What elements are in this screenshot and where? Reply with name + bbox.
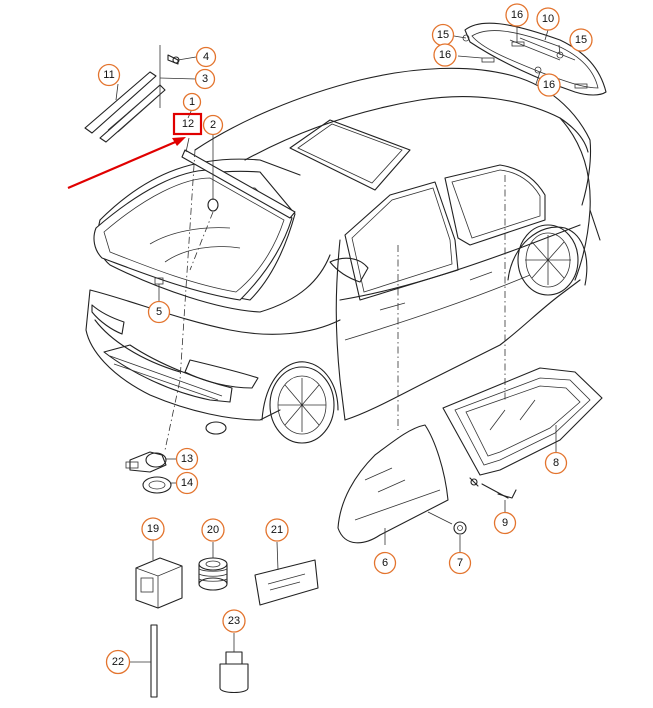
windshield-part: [93, 169, 293, 301]
svg-text:15: 15: [437, 29, 449, 41]
callout-9: 9: [493, 511, 517, 535]
svg-text:4: 4: [203, 51, 209, 63]
callout-2: 2: [202, 114, 224, 136]
svg-text:10: 10: [542, 13, 554, 25]
cutting-wire-rod: [150, 624, 158, 698]
callout-19: 19: [141, 517, 165, 541]
callout-3: 3: [194, 68, 216, 90]
svg-text:16: 16: [439, 49, 451, 61]
svg-text:16: 16: [543, 79, 555, 91]
callout-1: 1: [182, 92, 202, 112]
svg-text:20: 20: [207, 524, 219, 536]
callout-15-right: 15: [569, 28, 593, 52]
primer-pad: [254, 559, 319, 606]
callout-23: 23: [222, 609, 246, 633]
callout-5: 5: [147, 300, 171, 324]
callout-16-top: 16: [505, 3, 529, 27]
rear-window-part: [462, 22, 607, 96]
callout-11: 11: [97, 63, 121, 87]
svg-text:6: 6: [382, 557, 388, 569]
quarter-glass-part: [442, 367, 603, 499]
callout-12: 12: [182, 118, 194, 130]
svg-text:22: 22: [112, 656, 124, 668]
callout-4: 4: [195, 46, 217, 68]
svg-text:3: 3: [202, 73, 208, 85]
highlight-marker: [67, 112, 203, 190]
callout-8: 8: [544, 451, 568, 475]
svg-text:14: 14: [181, 477, 193, 489]
callout-7: 7: [448, 551, 472, 575]
svg-text:7: 7: [457, 557, 463, 569]
svg-text:19: 19: [147, 523, 159, 535]
callout-14: 14: [175, 471, 199, 495]
molding-parts: [84, 45, 180, 143]
svg-text:13: 13: [181, 453, 193, 465]
adhesive-kit-box: [135, 557, 183, 609]
tape-roll: [198, 557, 228, 591]
callout-15-left: 15: [431, 23, 455, 47]
callout-21: 21: [265, 518, 289, 542]
callout-16-bottom: 16: [537, 73, 561, 97]
cleaner-bottle: [219, 651, 249, 694]
callout-16-left: 16: [433, 43, 457, 67]
svg-text:23: 23: [228, 615, 240, 627]
svg-text:9: 9: [502, 517, 508, 529]
callout-6: 6: [373, 551, 397, 575]
sensor-part: [125, 451, 172, 494]
svg-text:16: 16: [511, 9, 523, 21]
svg-text:21: 21: [271, 524, 283, 536]
assembly-lines: [164, 149, 506, 451]
trim-strip-part: [181, 149, 296, 219]
callout-22: 22: [105, 649, 131, 675]
svg-text:5: 5: [156, 306, 162, 318]
svg-text:8: 8: [553, 457, 559, 469]
svg-text:15: 15: [575, 34, 587, 46]
svg-text:1: 1: [189, 96, 195, 108]
svg-text:11: 11: [103, 69, 114, 81]
callout-13: 13: [175, 447, 199, 471]
callout-10: 10: [536, 7, 560, 31]
door-glass-part: [337, 424, 449, 544]
screw-part: [427, 511, 467, 535]
svg-text:2: 2: [210, 119, 216, 131]
callout-20: 20: [201, 518, 225, 542]
svg-text:12: 12: [182, 118, 194, 130]
